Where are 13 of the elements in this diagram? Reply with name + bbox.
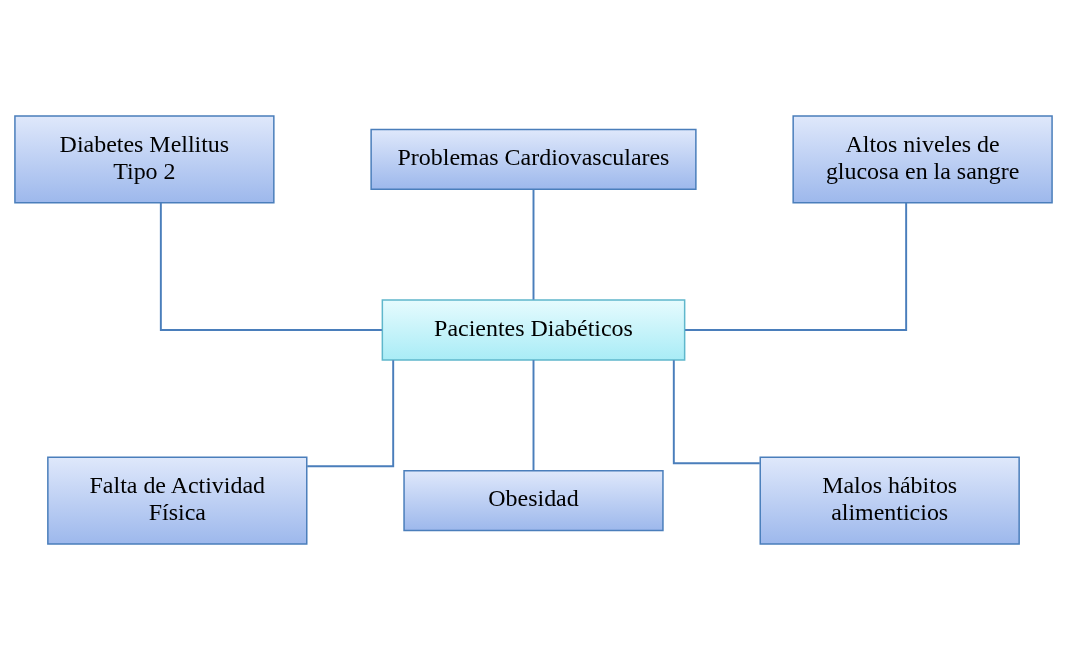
connector: [532, 188, 535, 301]
node-box: Pacientes Diabéticos: [381, 299, 686, 361]
node-box: Malos hábitos alimenticios: [759, 456, 1020, 545]
node-box: Falta de Actividad Física: [47, 456, 308, 545]
connector: [306, 359, 395, 468]
connector: [684, 201, 908, 331]
node-box: Obesidad: [403, 469, 664, 532]
connector: [159, 201, 383, 331]
connector: [672, 359, 761, 465]
node-box: Problemas Cardiovasculares: [370, 128, 697, 191]
node-box: Altos niveles de glucosa en la sangre: [792, 115, 1053, 204]
connector: [532, 359, 535, 472]
node-box: Diabetes Mellitus Tipo 2: [14, 115, 275, 204]
